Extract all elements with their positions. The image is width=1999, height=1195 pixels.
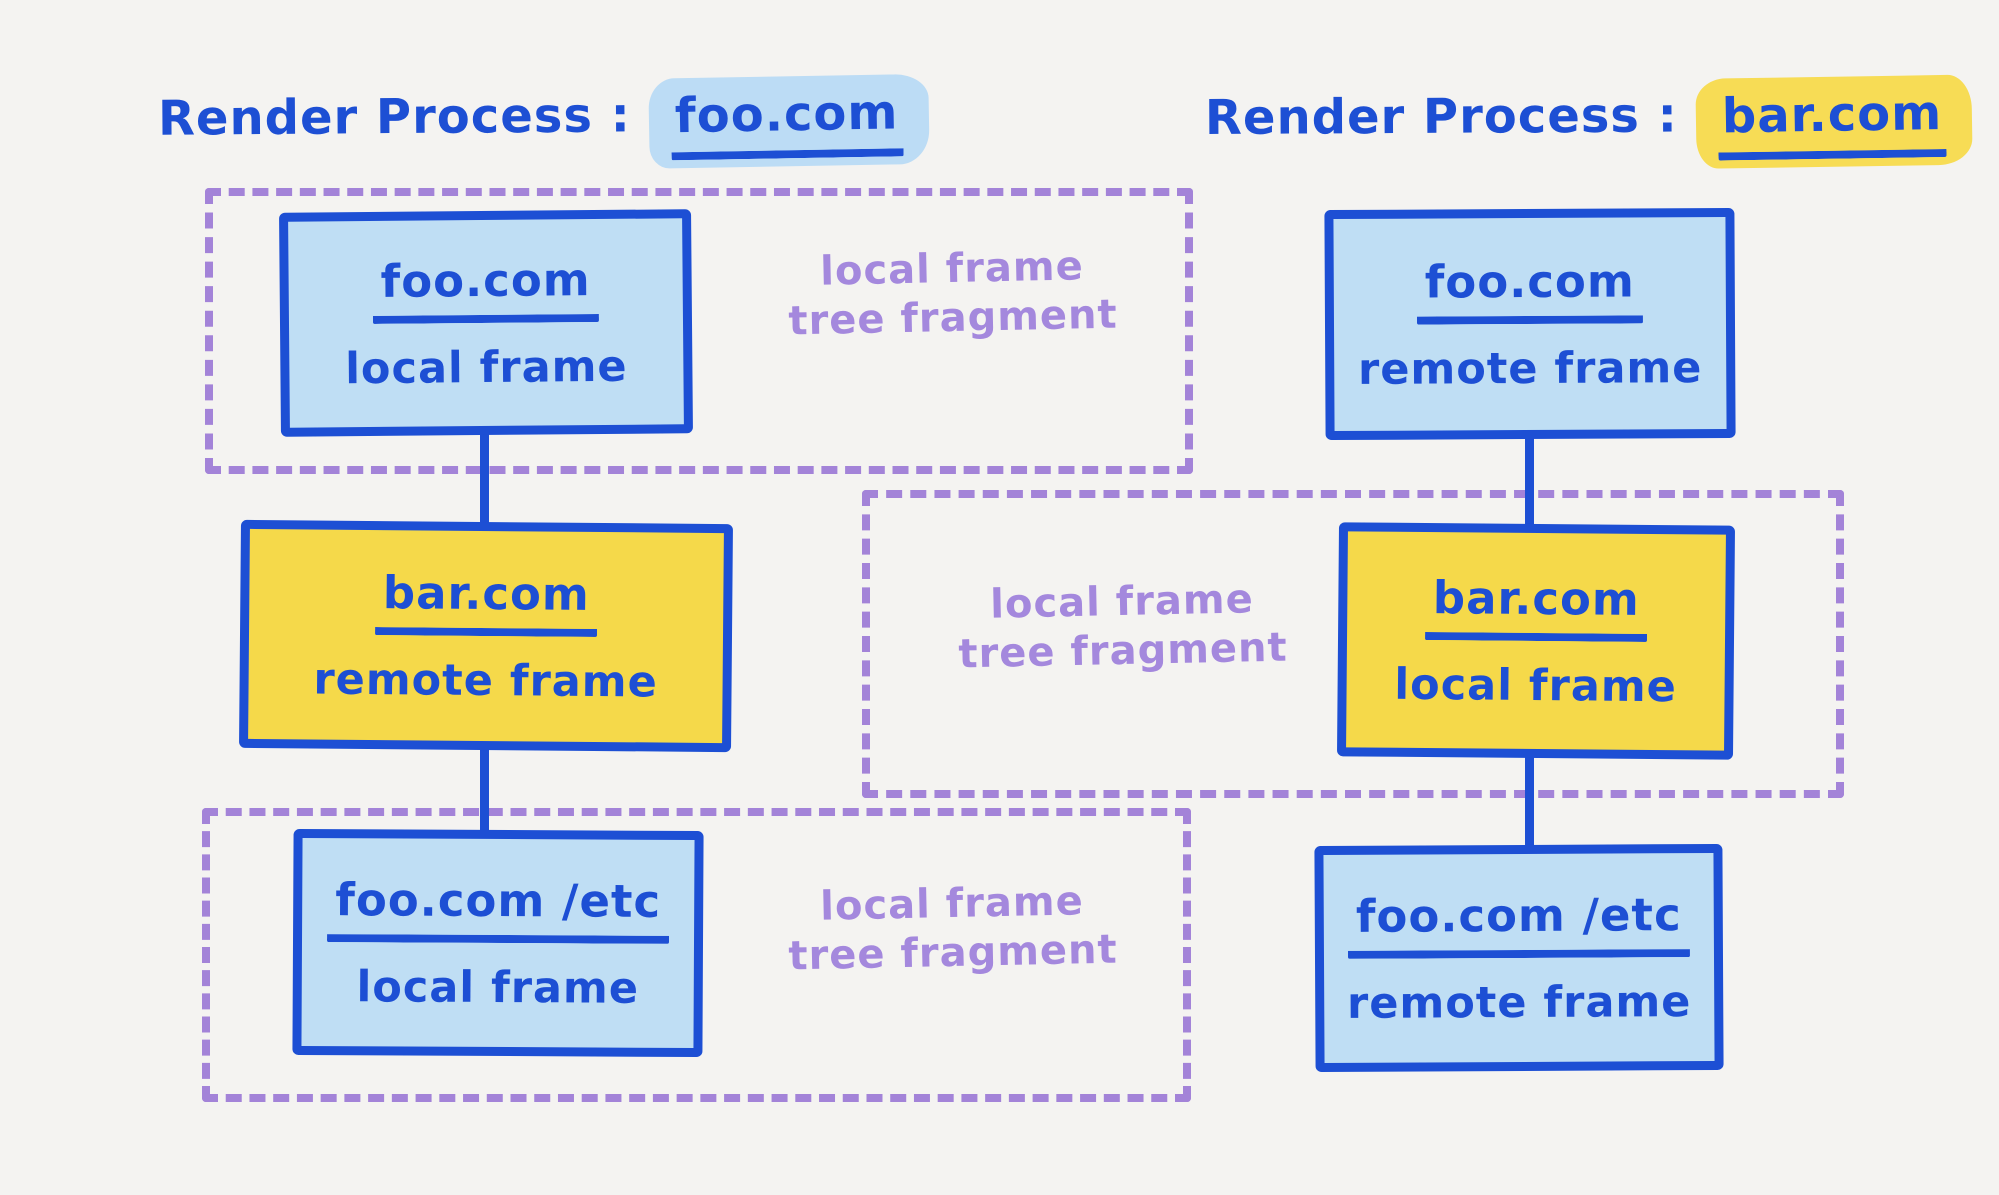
node-domain: foo.com — [1416, 253, 1643, 325]
connector-bar-to-fooetc-right — [1525, 753, 1534, 851]
node-frame-type: remote frame — [1346, 976, 1692, 1029]
node-domain: bar.com — [374, 565, 599, 637]
local-frame-tree-fragment-box-left-bottom — [202, 808, 1191, 1102]
node-frame-type: remote frame — [313, 653, 658, 707]
title-prefix: Render Process : — [157, 87, 632, 147]
node-frame-type: local frame — [344, 341, 628, 394]
node-frame-type: local frame — [356, 961, 640, 1014]
node-fooetc-local-frame: foo.com /etc local frame — [292, 828, 704, 1058]
node-foo-remote-frame: foo.com remote frame — [1324, 207, 1736, 441]
node-domain: foo.com — [372, 252, 599, 324]
connector-foo-to-bar — [480, 430, 489, 528]
node-frame-type: local frame — [1394, 659, 1678, 712]
connector-foo-to-bar-right — [1525, 434, 1534, 530]
fragment-label-left-bottom: local frame tree fragment — [764, 876, 1141, 981]
fragment-label-line1: local frame — [819, 878, 1085, 930]
fragment-label-line2: tree fragment — [787, 926, 1119, 980]
title-domain-highlight-foo: foo.com — [648, 73, 930, 169]
fragment-label-right: local frame tree fragment — [929, 574, 1316, 680]
connector-bar-to-fooetc — [480, 745, 489, 837]
title-domain-foo: foo.com — [670, 84, 904, 161]
node-bar-local-frame: bar.com local frame — [1336, 522, 1736, 760]
node-domain: bar.com — [1424, 570, 1649, 642]
render-process-title-bar: Render Process : bar.com — [1204, 74, 1973, 170]
fragment-label-line1: local frame — [989, 576, 1255, 628]
fragment-label-line2: tree fragment — [957, 624, 1289, 678]
title-domain-highlight-bar: bar.com — [1695, 74, 1973, 169]
node-domain: foo.com /etc — [327, 872, 670, 944]
title-prefix: Render Process : — [1204, 87, 1678, 147]
local-frame-tree-fragment-box-right — [862, 490, 1844, 798]
node-fooetc-remote-frame: foo.com /etc remote frame — [1314, 843, 1724, 1073]
render-process-title-foo: Render Process : foo.com — [157, 73, 930, 170]
node-domain: foo.com /etc — [1347, 887, 1690, 959]
fragment-label-left-top: local frame tree fragment — [764, 241, 1141, 346]
node-bar-remote-frame: bar.com remote frame — [239, 519, 733, 753]
local-frame-tree-fragment-box-left-top — [205, 188, 1193, 474]
fragment-label-line1: local frame — [819, 243, 1085, 295]
node-foo-local-frame: foo.com local frame — [279, 209, 693, 437]
node-frame-type: remote frame — [1357, 342, 1703, 395]
title-domain-bar: bar.com — [1717, 84, 1947, 161]
fragment-label-line2: tree fragment — [787, 291, 1119, 345]
